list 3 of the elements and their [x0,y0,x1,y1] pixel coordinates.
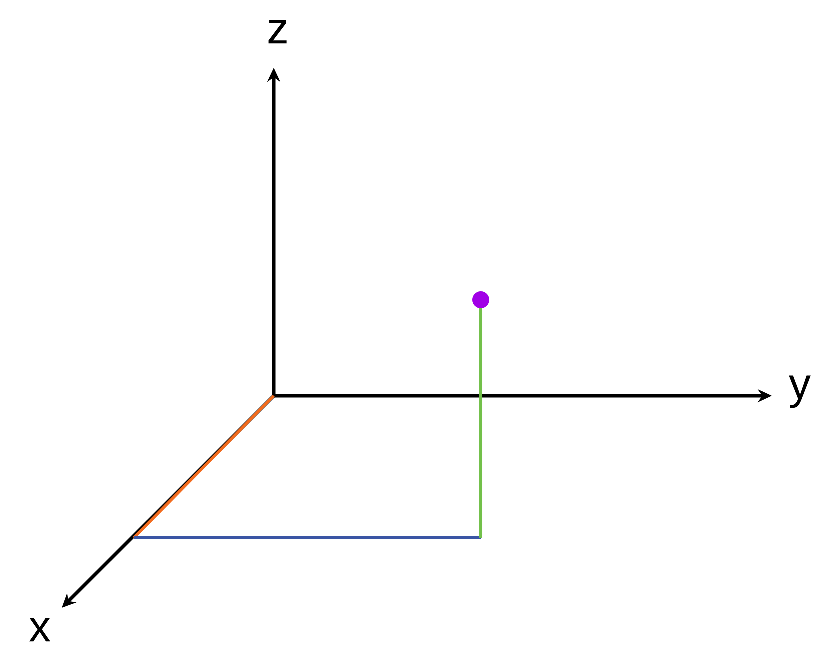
axis-label: z [268,20,287,44]
axis-label: x [30,618,51,642]
axis-label: y [789,376,811,408]
